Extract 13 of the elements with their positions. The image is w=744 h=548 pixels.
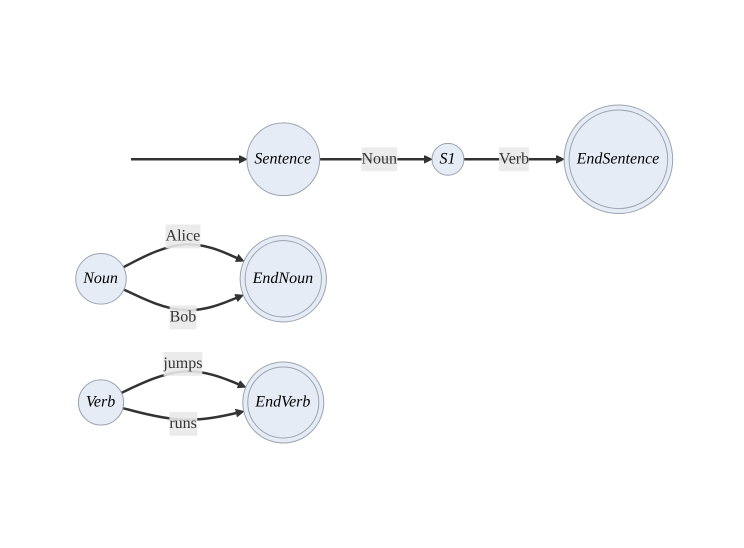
node-circle: EndVerb: [242, 361, 324, 444]
edge-label: Verb: [499, 150, 530, 168]
edge-label: Noun: [362, 150, 398, 168]
node-circle: S1: [432, 142, 465, 176]
node-circle: EndSentence: [564, 104, 674, 214]
node-circle: Sentence: [246, 122, 320, 196]
node-circle: Noun: [75, 253, 127, 305]
node-circle: Verb: [78, 379, 124, 426]
edge-label: Bob: [170, 308, 196, 326]
node-circle: EndNoun: [240, 235, 328, 322]
edge-label: runs: [169, 414, 198, 432]
edge-label: Alice: [166, 227, 200, 244]
arrow: [131, 154, 248, 164]
